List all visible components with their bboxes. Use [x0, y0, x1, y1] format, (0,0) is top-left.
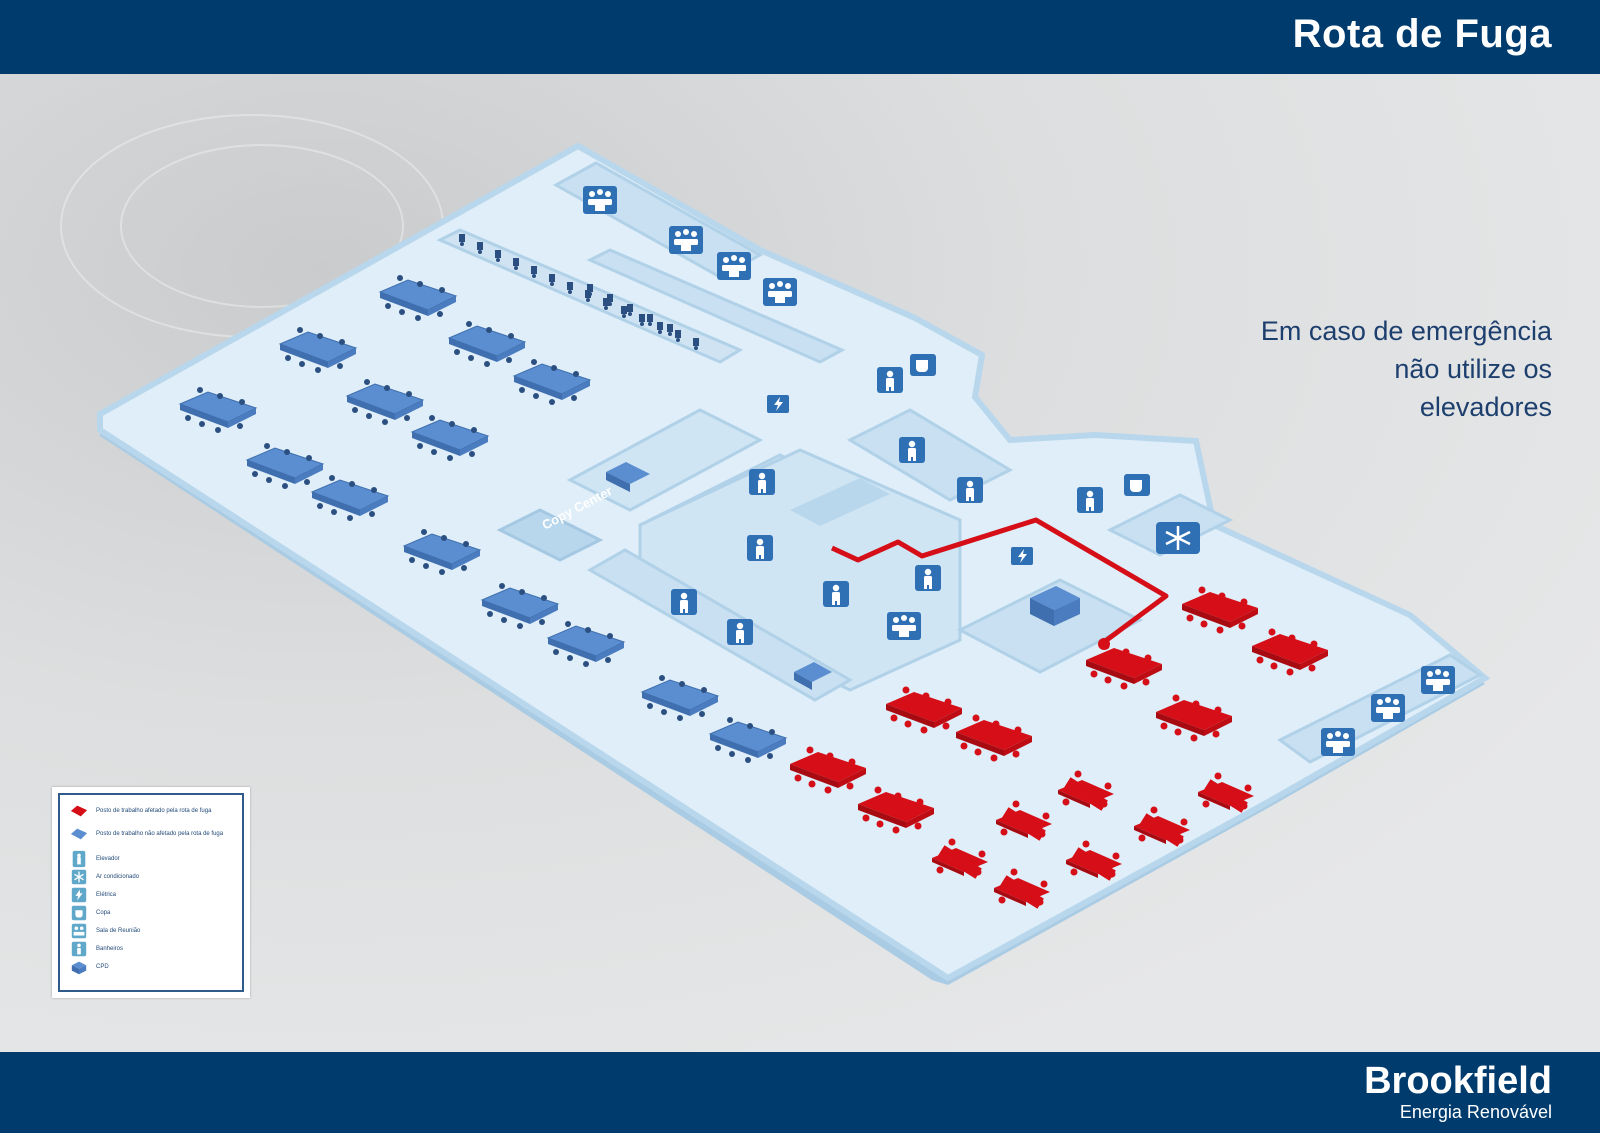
coffee-icons	[910, 354, 1150, 496]
printer-icon	[794, 662, 832, 690]
footer-bar: Brookfield Energia Renovável	[0, 1052, 1600, 1133]
blue-workstation-icon	[70, 828, 88, 840]
server-icon	[71, 961, 87, 975]
legend-label: Elevador	[96, 856, 120, 862]
meeting-room-icon	[71, 923, 87, 939]
legend-label: Ar condicionado	[96, 874, 140, 880]
legend-item-restroom: Banheiros	[70, 939, 123, 959]
legend-item-cpd: CPD	[70, 957, 109, 977]
header-bar: Rota de Fuga	[0, 0, 1600, 74]
elevator-icon	[72, 850, 86, 868]
legend-item-ac: Ar condicionado	[70, 867, 139, 887]
legend-item-affected: Posto de trabalho afetado pela rota de f…	[70, 801, 211, 821]
lightning-icon	[71, 887, 87, 903]
stair-block	[790, 478, 890, 526]
legend-item-electrical: Elétrica	[70, 885, 116, 905]
emergency-notice: Em caso de emergência não utilize os ele…	[1222, 312, 1552, 426]
escape-route	[830, 517, 1169, 645]
room-top-right	[586, 248, 846, 364]
legend-item-meeting: Sala de Reunião	[70, 921, 140, 941]
snowflake-icon	[71, 869, 87, 885]
notice-line-1: Em caso de emergência	[1260, 316, 1552, 346]
legend-label: Posto de trabalho não afetado pela rota …	[96, 831, 224, 837]
legend-item-coffee: Copa	[70, 903, 110, 923]
legend-item-not-affected: Posto de trabalho não afetado pela rota …	[70, 824, 223, 844]
legend-label: Banheiros	[96, 946, 124, 952]
legend-label: CPD	[96, 964, 109, 970]
red-workstation-icon	[70, 805, 88, 817]
snowflake-icon	[1156, 522, 1200, 554]
legend-label: Elétrica	[96, 892, 117, 898]
legend-label: Copa	[96, 910, 111, 916]
legend-label: Sala de Reunião	[96, 928, 141, 934]
brand-subtitle: Energia Renovável	[1399, 1102, 1552, 1122]
legend-label: Posto de trabalho afetado pela rota de f…	[96, 808, 212, 814]
cpd-room	[956, 578, 1144, 674]
restroom-icon	[71, 941, 87, 957]
notice-line-3: elevadores	[1419, 392, 1552, 422]
page-title: Rota de Fuga	[1292, 12, 1552, 56]
legend-frame	[58, 793, 244, 992]
notice-line-2: não utilize os	[1394, 354, 1552, 384]
legend: Posto de trabalho afetado pela rota de f…	[52, 787, 250, 998]
coffee-icon	[71, 905, 87, 921]
background-swirl	[120, 144, 404, 308]
restroom-block	[586, 548, 854, 702]
legend-item-elevator: Elevador	[70, 849, 120, 869]
copy-center-block	[496, 508, 604, 562]
server-icon	[1030, 586, 1080, 626]
brand-logo: Brookfield	[1364, 1060, 1552, 1102]
reception-desk-icon	[606, 462, 650, 492]
